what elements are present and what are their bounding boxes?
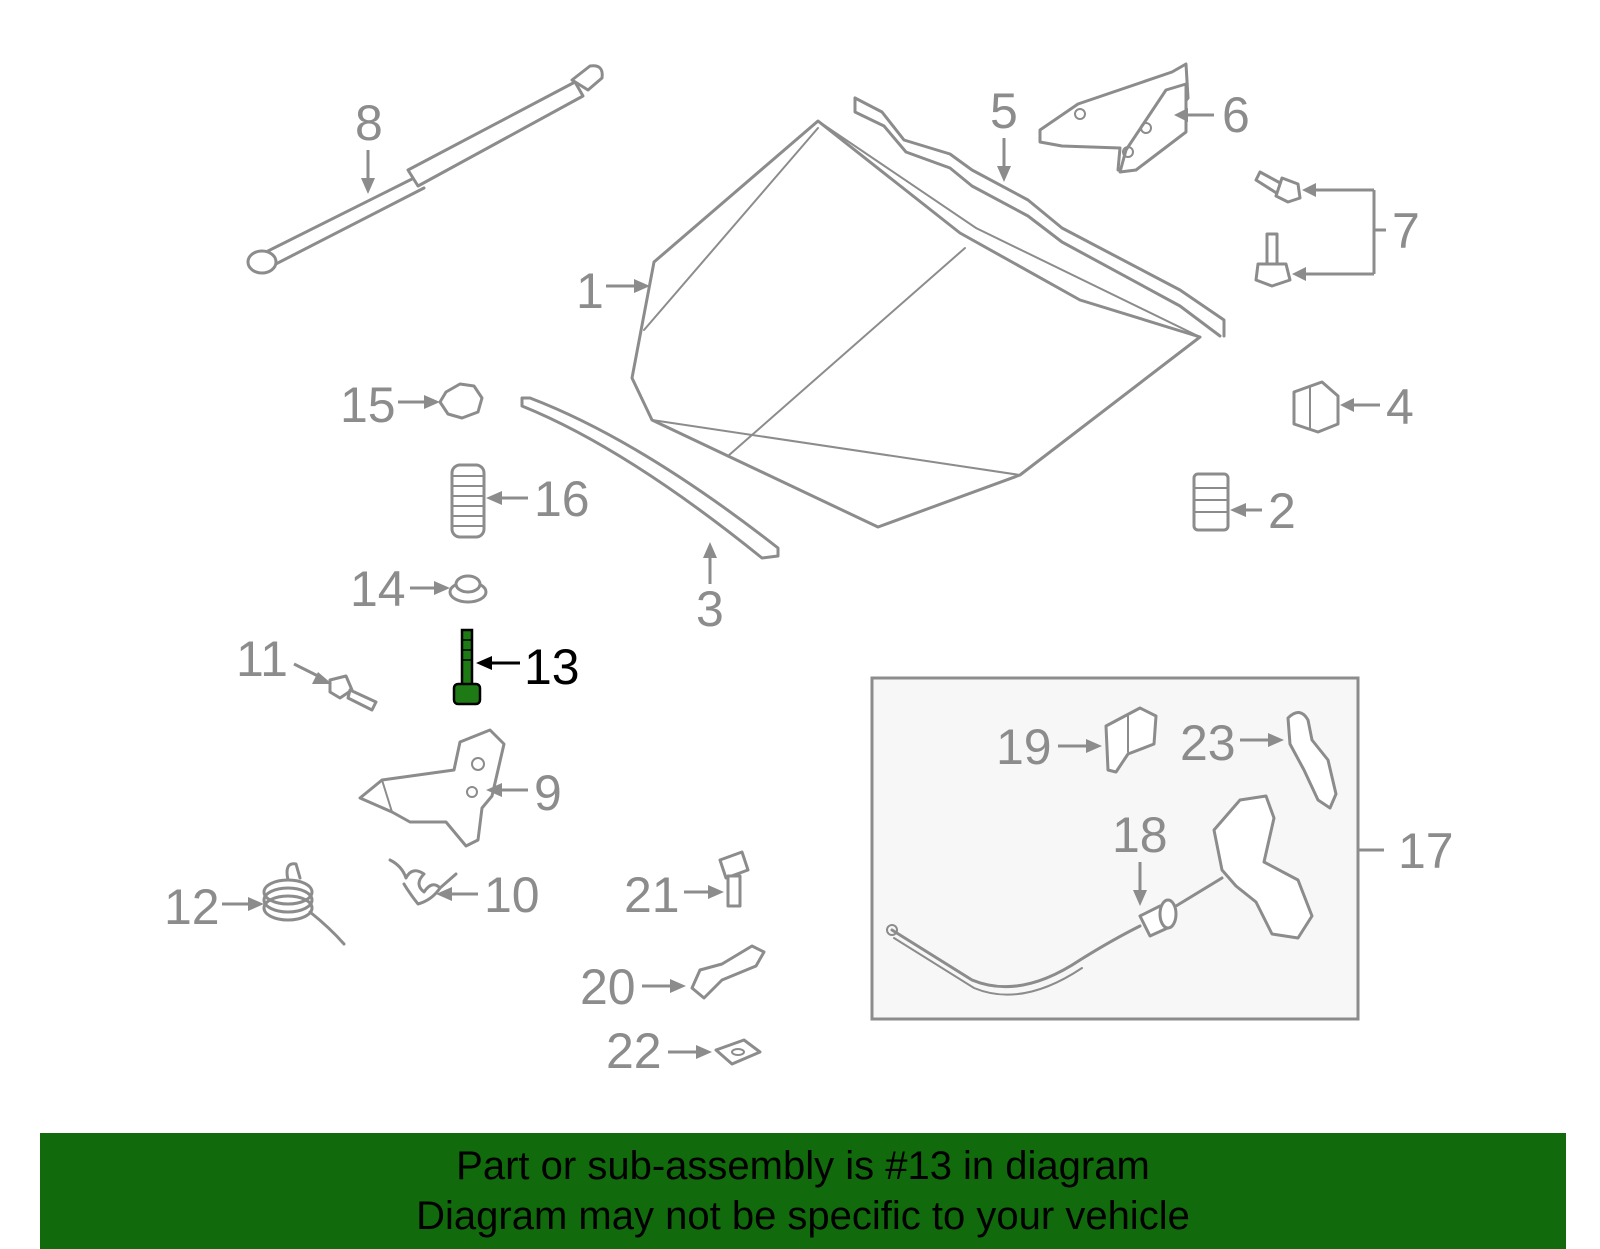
callout-1: 1 xyxy=(576,263,650,319)
callout-23-number: 23 xyxy=(1180,715,1236,771)
callout-4: 4 xyxy=(1340,379,1414,435)
callout-11-number: 11 xyxy=(236,631,288,687)
weatherstrip-part[interactable] xyxy=(853,96,1226,338)
callout-7: 7 xyxy=(1292,183,1420,281)
callout-16-number: 16 xyxy=(534,471,590,527)
highlighted-bolt-part-13[interactable] xyxy=(452,628,482,706)
callout-3: 3 xyxy=(696,542,724,637)
callout-10-number: 10 xyxy=(484,867,540,923)
callout-14: 14 xyxy=(350,561,450,617)
callout-7-number: 7 xyxy=(1392,203,1420,259)
nut-part[interactable] xyxy=(438,382,484,420)
callout-11: 11 xyxy=(236,631,332,687)
callout-21-number: 21 xyxy=(624,867,680,923)
torsion-spring-part[interactable] xyxy=(262,862,346,946)
callout-6: 6 xyxy=(1174,87,1250,143)
release-cable-part[interactable] xyxy=(886,794,1314,996)
small-bolt-part[interactable] xyxy=(328,674,378,712)
flange-bolt-part[interactable] xyxy=(718,850,750,908)
callout-15: 15 xyxy=(340,377,440,433)
release-handle-part[interactable] xyxy=(1286,711,1338,810)
handle-bracket-part[interactable] xyxy=(1104,706,1158,774)
callout-5: 5 xyxy=(990,83,1018,182)
callout-17: 17 xyxy=(1358,823,1454,879)
callout-12: 12 xyxy=(164,879,264,935)
banner-line-disclaimer: Diagram may not be specific to your vehi… xyxy=(416,1194,1190,1238)
clip-nut-part[interactable] xyxy=(714,1038,762,1066)
callout-9-number: 9 xyxy=(534,765,562,821)
callout-10: 10 xyxy=(436,867,540,923)
callout-15-number: 15 xyxy=(340,377,396,433)
callout-14-number: 14 xyxy=(350,561,406,617)
bumper-part[interactable] xyxy=(1192,472,1230,532)
callout-23: 23 xyxy=(1180,715,1284,771)
bolt-pair-part[interactable] xyxy=(1254,170,1302,288)
callout-8-number: 8 xyxy=(355,95,383,151)
seal-strip-part[interactable] xyxy=(520,396,780,560)
callout-12-number: 12 xyxy=(164,879,220,935)
callout-22-number: 22 xyxy=(606,1023,662,1079)
hood-part[interactable] xyxy=(630,119,1202,529)
callout-16: 16 xyxy=(486,471,590,527)
callout-5-number: 5 xyxy=(990,83,1018,139)
callout-13-number: 13 xyxy=(524,639,580,695)
banner-line-part-number: Part or sub-assembly is #13 in diagram xyxy=(456,1144,1150,1188)
spring-part[interactable] xyxy=(388,858,458,906)
callout-18-number: 18 xyxy=(1112,807,1168,863)
part-notice-banner: Part or sub-assembly is #13 in diagram D… xyxy=(40,1133,1566,1249)
callout-9: 9 xyxy=(486,765,562,821)
callout-17-number: 17 xyxy=(1398,823,1454,879)
lock-bracket-part[interactable] xyxy=(358,728,506,848)
callout-21: 21 xyxy=(624,867,724,923)
callout-2: 2 xyxy=(1230,483,1296,539)
callout-18: 18 xyxy=(1112,807,1168,906)
cable-bracket-part[interactable] xyxy=(690,944,766,1000)
clip-part[interactable] xyxy=(1292,380,1340,434)
callout-13: 13 xyxy=(476,639,580,695)
coil-spring-part[interactable] xyxy=(450,463,486,539)
callout-19-number: 19 xyxy=(996,719,1052,775)
callout-22: 22 xyxy=(606,1023,712,1079)
exploded-parts-diagram: 8 5 6 7 1 15 xyxy=(164,62,1454,1079)
callout-20-number: 20 xyxy=(580,959,636,1015)
callout-8: 8 xyxy=(355,95,383,194)
hinge-part[interactable] xyxy=(1038,62,1190,174)
callout-19: 19 xyxy=(996,719,1102,775)
callout-2-number: 2 xyxy=(1268,483,1296,539)
lift-support-part[interactable] xyxy=(246,64,604,275)
callout-6-number: 6 xyxy=(1222,87,1250,143)
callout-4-number: 4 xyxy=(1386,379,1414,435)
washer-part[interactable] xyxy=(448,574,488,604)
callout-20: 20 xyxy=(580,959,686,1015)
callout-3-number: 3 xyxy=(696,581,724,637)
callout-1-number: 1 xyxy=(576,263,604,319)
